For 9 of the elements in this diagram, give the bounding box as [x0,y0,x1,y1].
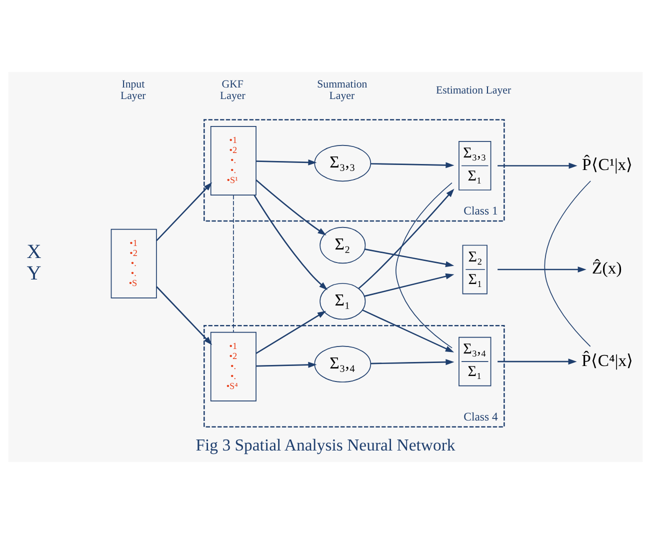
label: GKF Layer [220,78,246,102]
node-text: P̂⟨C¹|x⟩ [582,154,634,174]
label: Summation Layer [317,78,368,102]
node-text: P̂⟨C⁴|x⟩ [582,350,634,370]
label: X Y [26,240,42,284]
label: Estimation Layer [436,84,512,96]
label: Input Layer [120,78,146,102]
node-text: Ẑ(x) [592,258,622,278]
caption: Fig 3 Spatial Analysis Neural Network [196,434,456,454]
